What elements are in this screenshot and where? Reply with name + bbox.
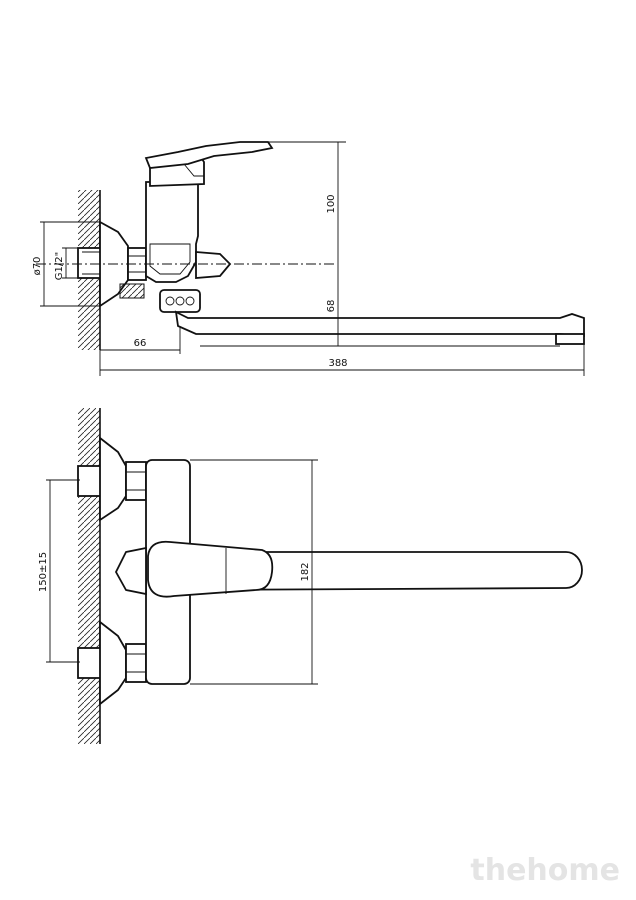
dim-height [240, 141, 346, 264]
diverter-button-side [195, 251, 232, 279]
spout-side [174, 310, 585, 337]
top-view: 150±15 182 [38, 408, 583, 744]
label-center-distance: 150±15 [38, 552, 49, 592]
dim-center-distance [46, 479, 80, 663]
label-total-length: 388 [328, 358, 347, 369]
label-flange-diameter: ø70 [32, 257, 43, 276]
dim-flange-diameter [40, 221, 100, 307]
label-spout-height: 68 [326, 300, 337, 313]
eccentric-lower [77, 620, 147, 706]
diverter-knob-side [119, 283, 145, 299]
mixer-body-side [145, 181, 199, 283]
lever-handle-side [144, 141, 274, 169]
eccentric-connector-side [77, 247, 103, 279]
dim-thread [62, 247, 80, 279]
dim-body-width [190, 459, 318, 685]
lever-handle-top [147, 540, 274, 598]
label-body-width: 182 [300, 562, 311, 581]
dim-spout-height [200, 264, 560, 347]
spout-swivel-ring [159, 289, 201, 313]
label-wall-offset: 66 [134, 338, 147, 349]
aerator-side [555, 333, 585, 345]
eccentric-upper [77, 436, 147, 522]
dim-total-length [99, 344, 585, 376]
side-view: ø70 G1/2" 100 68 66 [32, 141, 585, 376]
label-height: 100 [326, 194, 337, 213]
dim-wall-offset [100, 326, 181, 354]
watermark-logo: thehome [470, 853, 620, 888]
label-thread: G1/2" [54, 252, 65, 280]
wall-hatch-top [78, 408, 100, 744]
spout-top [189, 551, 583, 591]
diverter-knob-top [114, 546, 147, 596]
